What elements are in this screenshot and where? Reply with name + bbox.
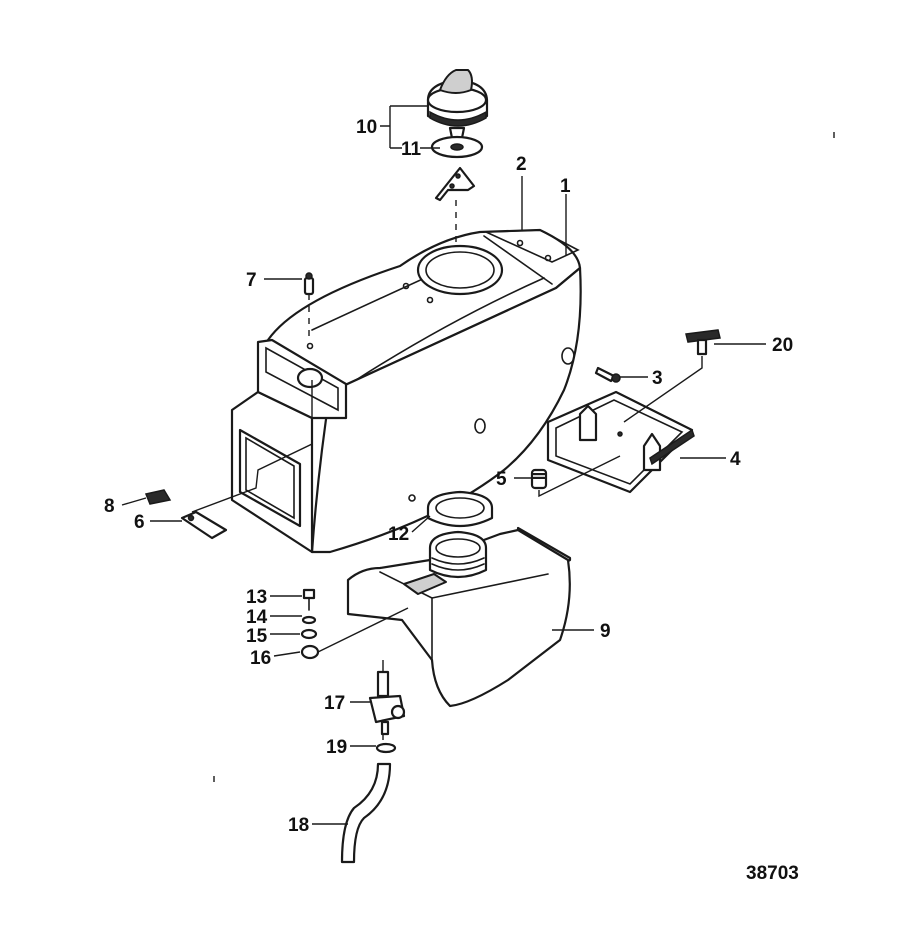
screw-part-7 — [303, 272, 315, 296]
callout-19: 19 — [326, 737, 347, 758]
callout-9: 9 — [600, 621, 611, 642]
clip-part-8 — [144, 489, 172, 505]
callout-labels: 1 2 3 4 5 6 7 8 9 10 11 12 13 14 15 16 1… — [104, 117, 793, 836]
callout-11: 11 — [401, 139, 422, 160]
callout-17: 17 — [324, 693, 345, 714]
callout-20: 20 — [772, 335, 793, 356]
cap-gasket-part-11 — [430, 135, 484, 159]
tank-cover-part-1 — [230, 228, 582, 554]
fuel-tank-part-9 — [346, 526, 572, 708]
side-tray-part-4 — [546, 390, 695, 494]
callout-16: 16 — [250, 648, 271, 669]
leader-lines — [121, 105, 835, 825]
cover-top-plate-part-2 — [485, 229, 580, 263]
bracket-part-6 — [180, 510, 228, 540]
callout-18: 18 — [288, 815, 309, 836]
callout-14: 14 — [246, 607, 268, 628]
callout-15: 15 — [246, 626, 268, 647]
callout-13: 13 — [246, 587, 267, 608]
callout-4: 4 — [730, 449, 741, 470]
filler-seal-part-12 — [426, 490, 494, 528]
callout-6: 6 — [134, 512, 145, 533]
callout-7: 7 — [246, 270, 257, 291]
callout-1: 1 — [560, 176, 571, 197]
bolt-part-13 — [302, 588, 316, 611]
washer-part-15 — [300, 628, 318, 640]
callout-2: 2 — [516, 154, 527, 175]
callout-10: 10 — [356, 117, 377, 138]
nut-part-16 — [300, 644, 320, 660]
callout-8: 8 — [104, 496, 115, 517]
callout-5: 5 — [496, 469, 507, 490]
fuel-hose-part-18 — [340, 762, 392, 864]
grommet-part-5 — [530, 468, 548, 490]
callout-3: 3 — [652, 368, 663, 389]
fuel-cap-part-10 — [426, 69, 489, 140]
cap-retainer-bracket — [434, 166, 476, 202]
washer-part-14 — [301, 615, 317, 625]
hose-clamp-part-19 — [375, 742, 397, 754]
fuel-valve-part-17 — [368, 670, 406, 736]
callout-12: 12 — [388, 524, 409, 545]
screw-part-3 — [594, 366, 621, 383]
vent-knob-part-20 — [685, 329, 721, 356]
drawing-reference-number: 38703 — [746, 863, 799, 884]
